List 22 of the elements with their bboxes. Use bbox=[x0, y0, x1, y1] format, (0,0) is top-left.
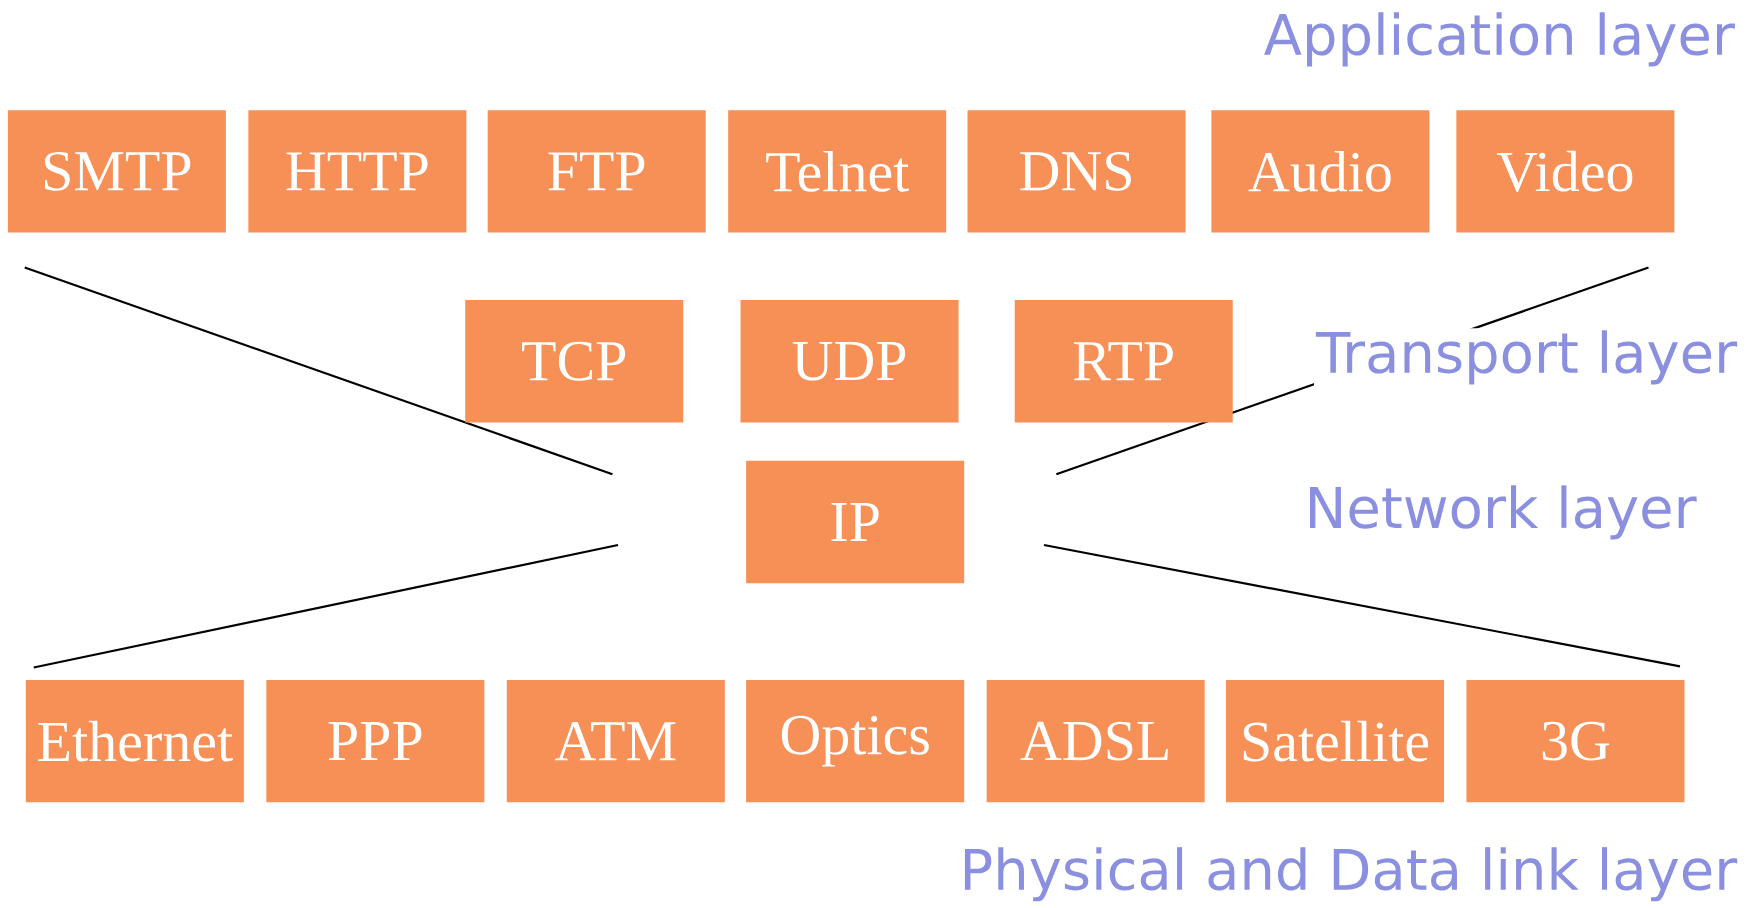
protocol-box: RTP bbox=[1014, 300, 1233, 423]
layer-label: Physical and Data link layer bbox=[957, 845, 1740, 904]
protocol-box: Ethernet bbox=[25, 679, 244, 803]
protocol-box: HTTP bbox=[248, 110, 467, 233]
protocol-box: UDP bbox=[740, 300, 959, 423]
layer-label: Network layer bbox=[1302, 483, 1699, 542]
protocol-box: ADSL bbox=[986, 679, 1205, 803]
protocol-box: 3G bbox=[1466, 679, 1685, 803]
protocol-box: PPP bbox=[266, 679, 485, 803]
protocol-box: Audio bbox=[1211, 110, 1430, 233]
protocol-box: IP bbox=[746, 460, 965, 584]
layer-label: Application layer bbox=[1261, 10, 1737, 69]
protocol-box: ATM bbox=[506, 679, 725, 803]
protocol-box: SMTP bbox=[7, 110, 226, 233]
protocol-box: FTP bbox=[487, 110, 706, 233]
protocol-box: TCP bbox=[465, 300, 684, 423]
protocol-box: Video bbox=[1456, 110, 1675, 233]
protocol-box: DNS bbox=[967, 110, 1186, 233]
layer-label: Transport layer bbox=[1314, 328, 1740, 387]
protocol-box: Telnet bbox=[728, 110, 947, 233]
protocol-box: Satellite bbox=[1226, 679, 1444, 803]
protocol-box: Optics bbox=[746, 679, 965, 803]
